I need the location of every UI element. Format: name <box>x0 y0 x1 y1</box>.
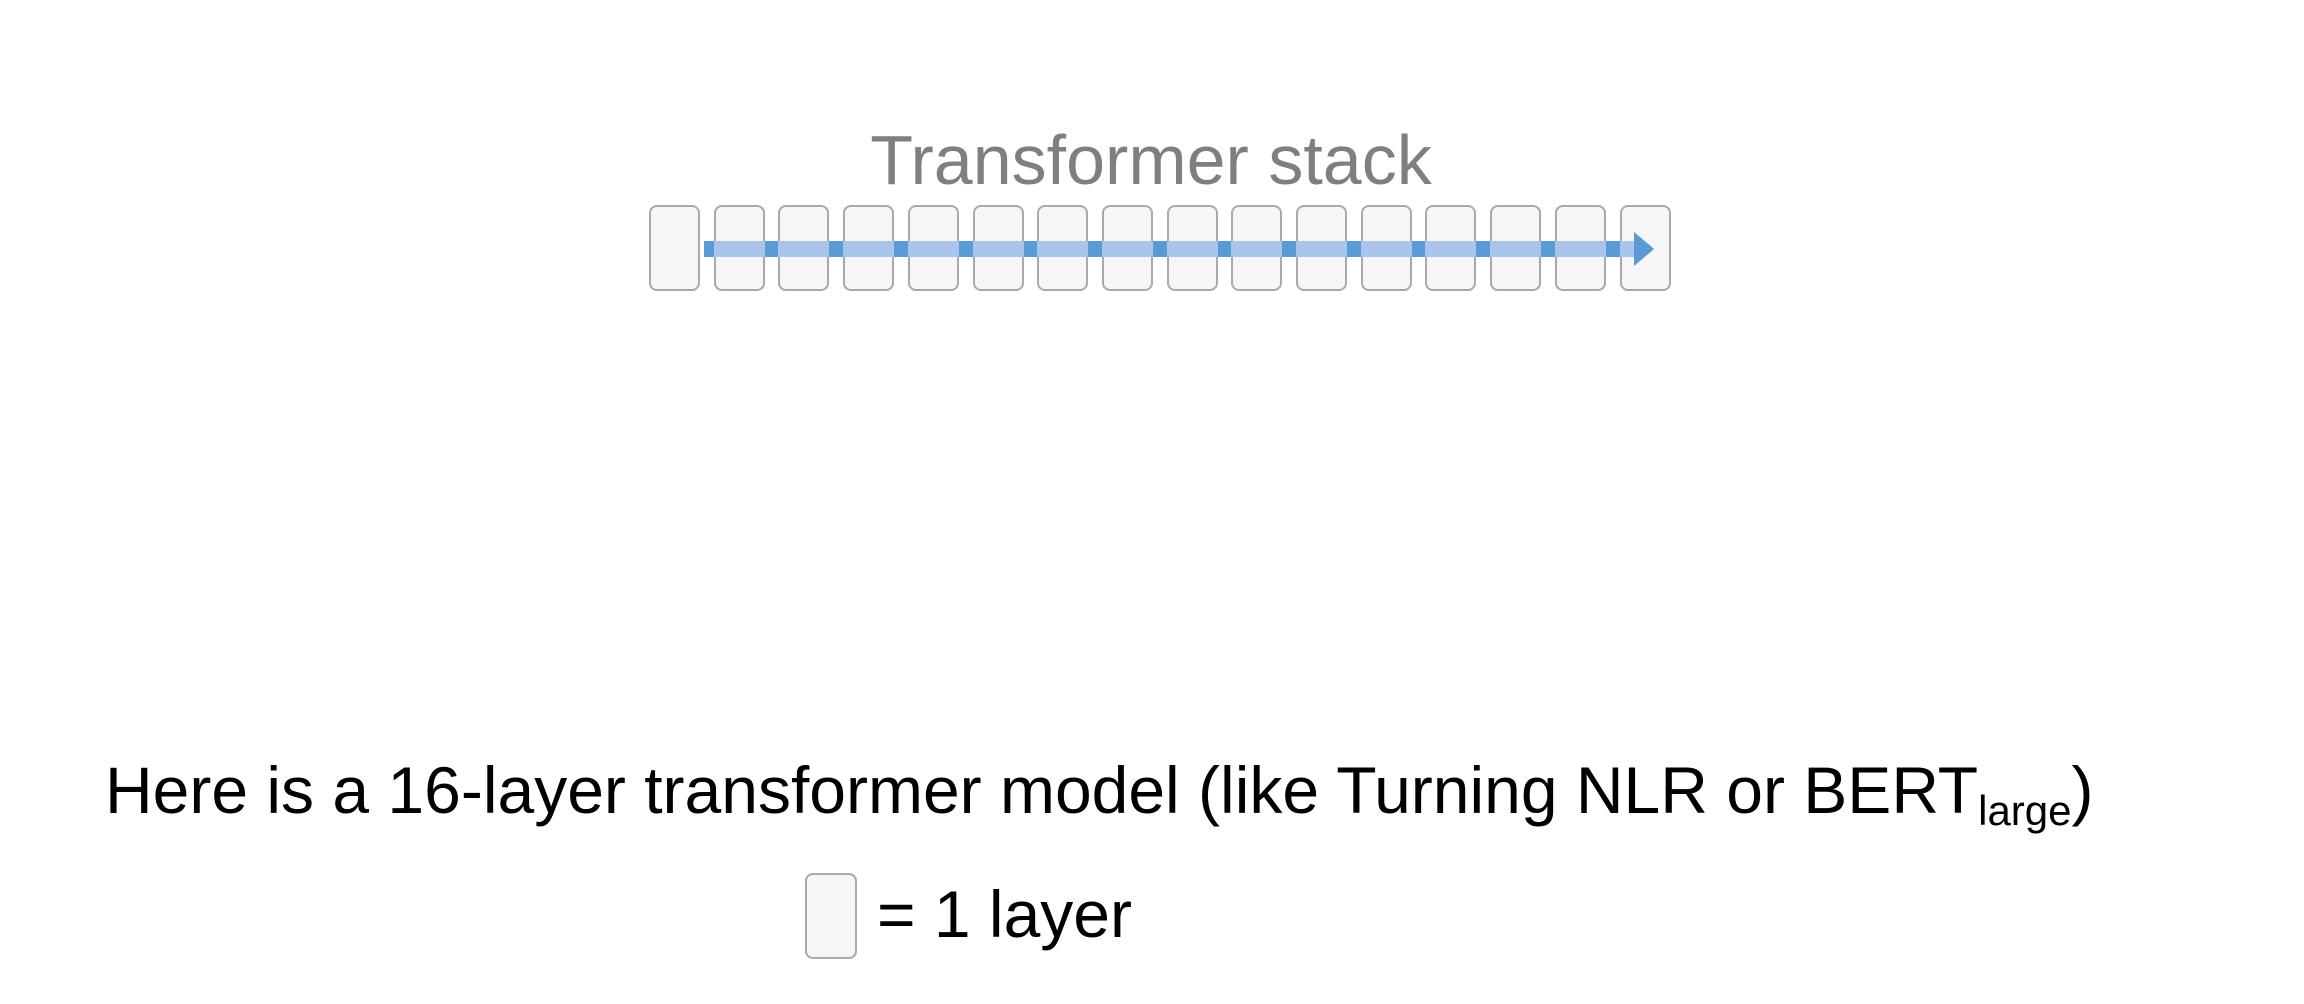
arrow-gap-segment <box>765 241 778 257</box>
arrow-gap-segment <box>1153 241 1167 257</box>
caption-suffix: ) <box>2071 753 2094 827</box>
arrow-gap-segment <box>1541 241 1555 257</box>
arrow-gap-segment <box>1476 241 1490 257</box>
arrow-gap-segment <box>1024 241 1037 257</box>
arrow-gap-segment <box>1606 241 1620 257</box>
arrow-gap-segment <box>1347 241 1361 257</box>
arrow-gap-segment <box>959 241 973 257</box>
arrow-gap-segment <box>1218 241 1231 257</box>
data-flow-arrow <box>704 232 1654 266</box>
arrow-body <box>704 232 1654 266</box>
stack-title-text: Transformer stack <box>870 121 1432 199</box>
legend-layer-box <box>805 873 857 959</box>
caption-main: Here is a 16-layer transformer model (li… <box>105 753 1979 827</box>
arrow-gap-segment <box>1282 241 1296 257</box>
arrow-gap-segment <box>894 241 908 257</box>
arrow-gap-segment <box>1412 241 1425 257</box>
arrow-gap-segment <box>1088 241 1102 257</box>
layer-box <box>649 205 700 291</box>
legend-text: = 1 layer <box>877 877 1132 951</box>
arrow-gap-segment <box>829 241 843 257</box>
model-caption: Here is a 16-layer transformer model (li… <box>105 745 2094 835</box>
transformer-stack <box>649 205 1673 293</box>
caption-subscript: large <box>1978 787 2072 834</box>
stack-title: Transformer stack <box>0 120 2304 200</box>
arrow-start-segment <box>704 241 714 257</box>
arrow-head <box>1634 232 1654 266</box>
